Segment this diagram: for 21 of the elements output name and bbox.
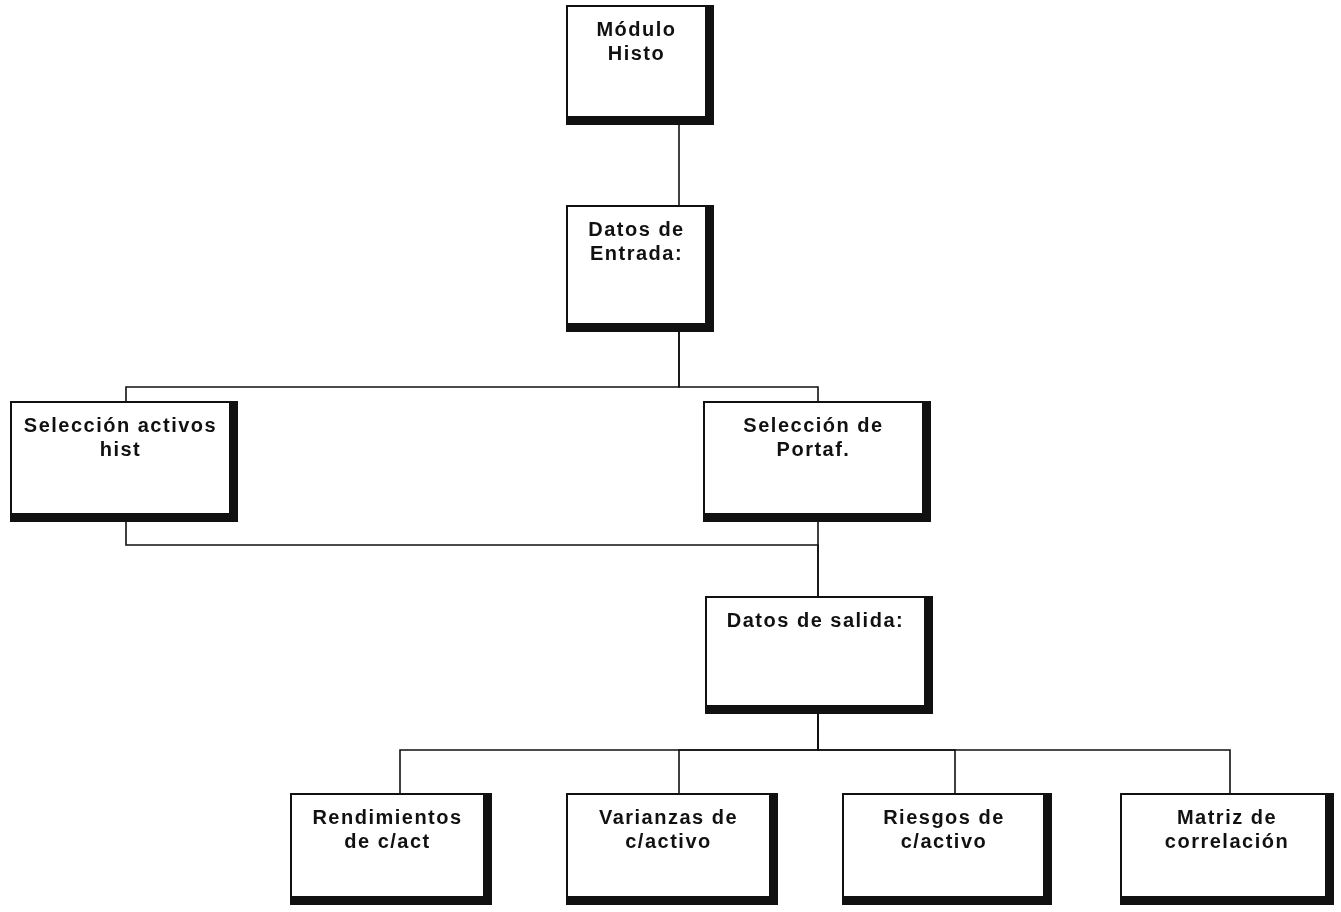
- process-box: [566, 793, 778, 905]
- box-label: Matriz de correlación: [1163, 805, 1291, 853]
- process-box: [566, 205, 714, 332]
- process-box: [842, 793, 1052, 905]
- process-box: [703, 401, 931, 522]
- connector-line: [817, 521, 819, 597]
- connector-line: [678, 331, 819, 402]
- connector-line: [678, 124, 680, 206]
- process-box: [290, 793, 492, 905]
- box-label: Rendimientos de c/act: [311, 805, 464, 853]
- box-label: Selección de Portaf.: [742, 413, 885, 461]
- process-box: [566, 5, 714, 125]
- process-box: [705, 596, 933, 714]
- box-label: Selección activos hist: [22, 413, 219, 461]
- box-label: Módulo Histo: [595, 17, 678, 65]
- box-label: Datos de Entrada:: [587, 217, 686, 265]
- box-label: Datos de salida:: [725, 608, 906, 632]
- process-box: [1120, 793, 1334, 905]
- box-label: Riesgos de c/activo: [882, 805, 1006, 853]
- process-box: [10, 401, 238, 522]
- box-label: Varianzas de c/activo: [597, 805, 740, 853]
